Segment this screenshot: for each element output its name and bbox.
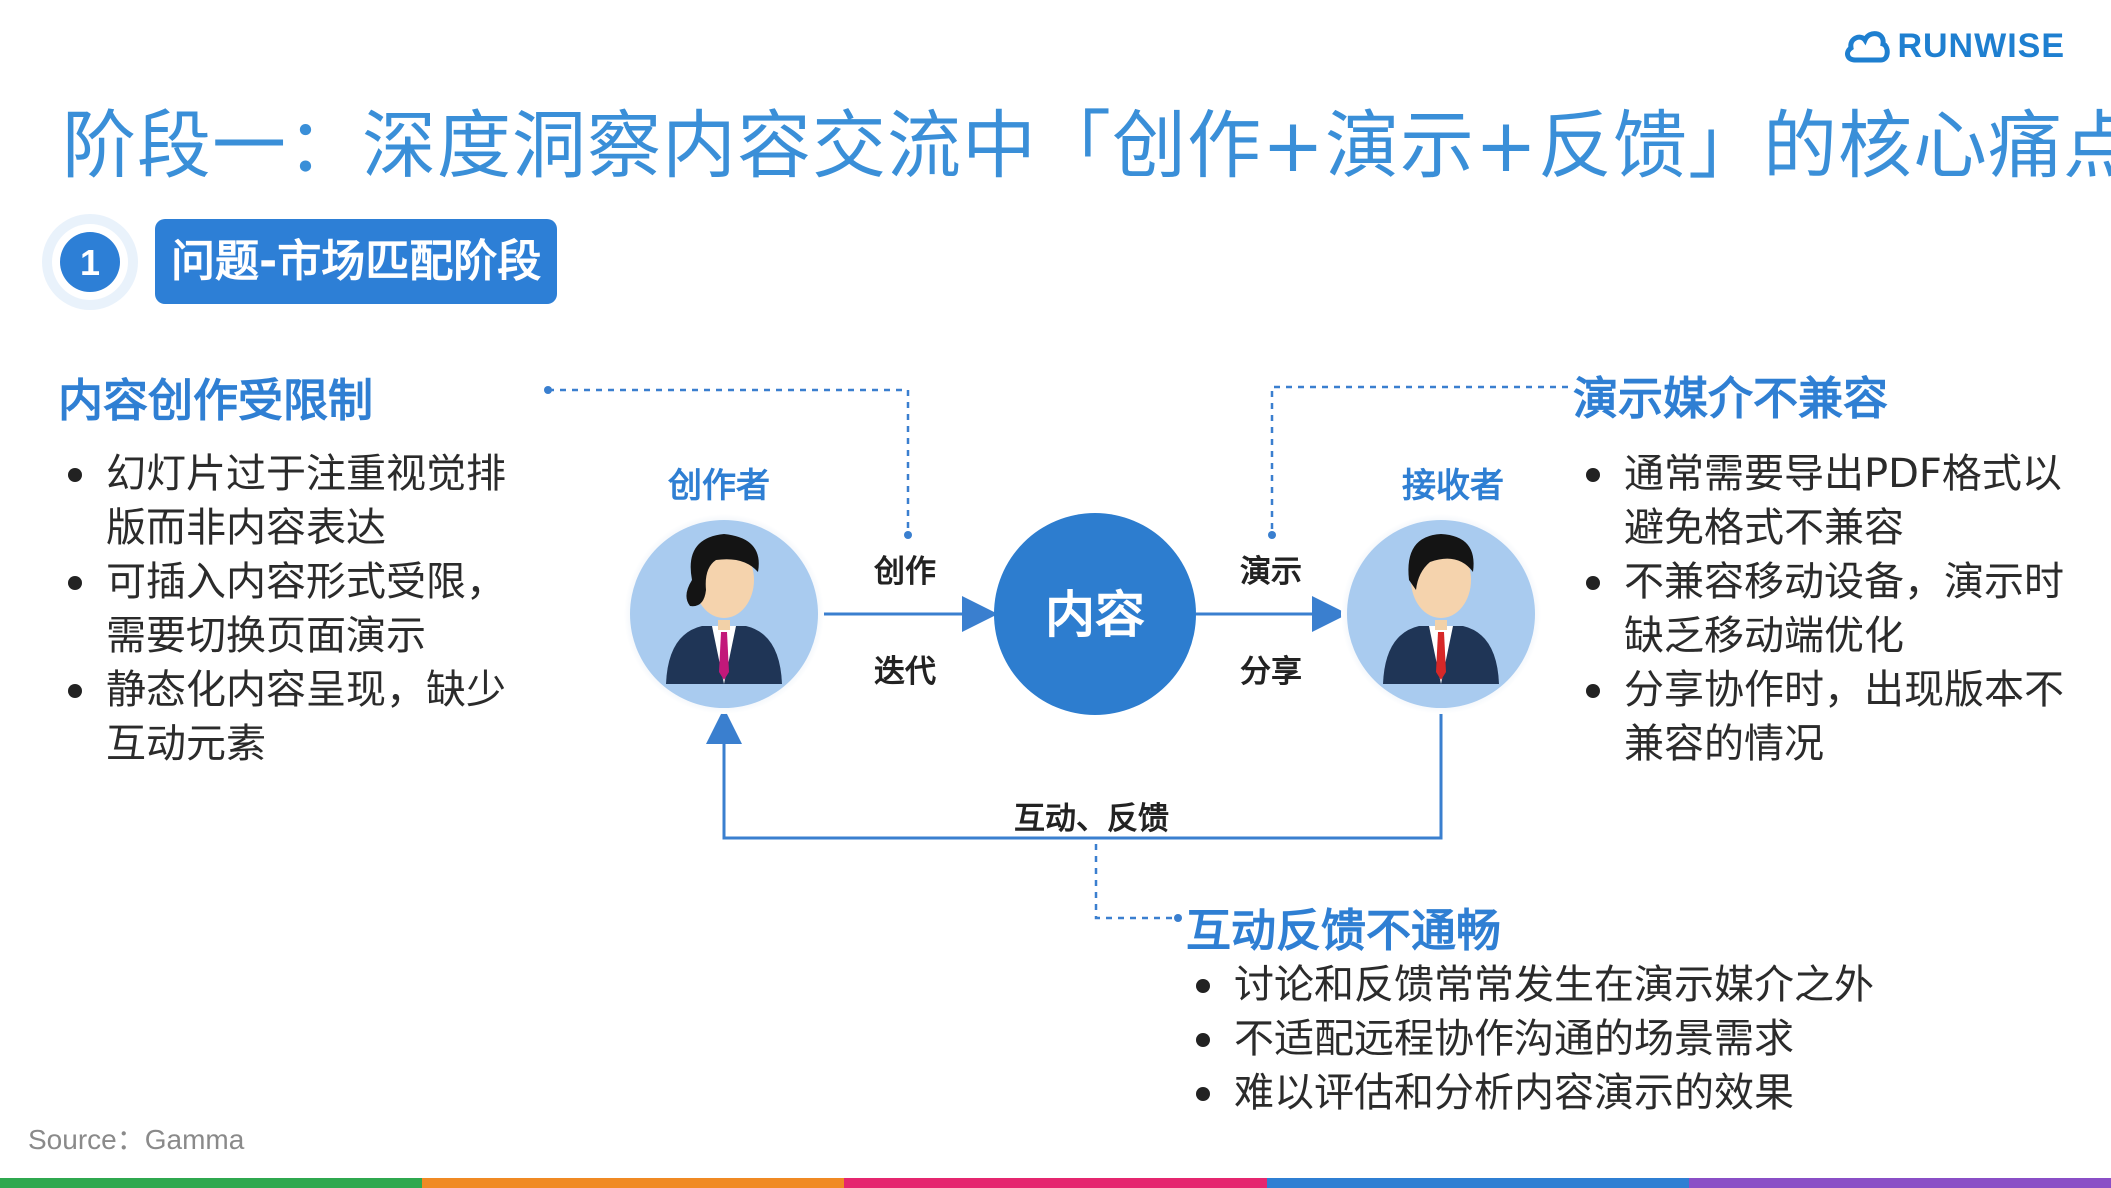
footer-color-stripe bbox=[0, 1178, 2111, 1188]
source-note: Source：Gamma bbox=[28, 1124, 245, 1155]
dashed-connector-right bbox=[1270, 385, 1568, 535]
arrow-feedback-loop bbox=[706, 708, 1443, 840]
stripe-segment bbox=[844, 1178, 1267, 1188]
connector-dot bbox=[904, 531, 912, 539]
page-title: 阶段一：深度洞察内容交流中「创作+演示+反馈」的核心痛点 bbox=[62, 103, 2111, 189]
bottom-panel-bullets: 讨论和反馈常常发生在演示媒介之外 不适配远程协作沟通的场景需求 难以评估和分析内… bbox=[1190, 958, 1910, 1120]
edge-label-feedback: 互动、反馈 bbox=[1014, 801, 1169, 837]
list-item: 难以评估和分析内容演示的效果 bbox=[1190, 1066, 1910, 1120]
list-item: 可插入内容形式受限，需要切换页面演示 bbox=[62, 555, 512, 663]
list-item: 静态化内容呈现，缺少互动元素 bbox=[62, 663, 512, 771]
list-item: 不适配远程协作沟通的场景需求 bbox=[1190, 1012, 1910, 1066]
edge-label-present: 演示 bbox=[1240, 554, 1302, 590]
content-label: 内容 bbox=[1045, 586, 1145, 644]
dashed-connectors bbox=[548, 385, 1568, 920]
left-panel-bullets: 幻灯片过于注重视觉排版而非内容表达 可插入内容形式受限，需要切换页面演示 静态化… bbox=[62, 447, 512, 771]
edge-label-share: 分享 bbox=[1240, 654, 1302, 690]
content-node bbox=[994, 513, 1196, 715]
left-panel-heading: 内容创作受限制 bbox=[58, 374, 374, 427]
stripe-segment bbox=[0, 1178, 423, 1188]
stripe-segment bbox=[422, 1178, 845, 1188]
dashed-connector-left bbox=[548, 388, 910, 535]
connector-dot bbox=[544, 386, 552, 394]
right-panel-heading: 演示媒介不兼容 bbox=[1573, 372, 1889, 425]
connector-dot bbox=[1174, 914, 1182, 922]
list-item: 分享协作时，出现版本不兼容的情况 bbox=[1580, 663, 2080, 771]
stage-number: 1 bbox=[80, 242, 100, 283]
dashed-connector-bottom bbox=[1094, 844, 1178, 920]
creator-label: 创作者 bbox=[668, 466, 770, 506]
person-male-icon bbox=[1383, 534, 1499, 684]
logo-text: RUNWISE bbox=[1897, 26, 2065, 65]
runwise-logo: RUNWISE bbox=[1843, 26, 2065, 66]
connector-dot bbox=[1268, 531, 1276, 539]
stage-number-badge: 1 bbox=[42, 214, 138, 310]
receiver-label: 接收者 bbox=[1402, 466, 1504, 506]
receiver-node bbox=[1341, 514, 1541, 714]
list-item: 通常需要导出PDF格式以避免格式不兼容 bbox=[1580, 447, 2080, 555]
list-item: 幻灯片过于注重视觉排版而非内容表达 bbox=[62, 447, 512, 555]
cloud-logo-icon bbox=[1845, 31, 1891, 63]
creator-node bbox=[624, 514, 824, 714]
stripe-segment bbox=[1688, 1178, 2111, 1188]
stage-label: 问题-市场匹配阶段 bbox=[155, 219, 558, 304]
edge-label-iterate: 迭代 bbox=[874, 654, 936, 690]
list-item: 不兼容移动设备，演示时缺乏移动端优化 bbox=[1580, 555, 2080, 663]
person-female-icon bbox=[666, 534, 782, 684]
bottom-panel-heading: 互动反馈不通畅 bbox=[1186, 904, 1502, 957]
stripe-segment bbox=[1266, 1178, 1689, 1188]
edge-label-create: 创作 bbox=[874, 554, 936, 590]
right-panel-bullets: 通常需要导出PDF格式以避免格式不兼容 不兼容移动设备，演示时缺乏移动端优化 分… bbox=[1580, 447, 2080, 771]
list-item: 讨论和反馈常常发生在演示媒介之外 bbox=[1190, 958, 1910, 1012]
